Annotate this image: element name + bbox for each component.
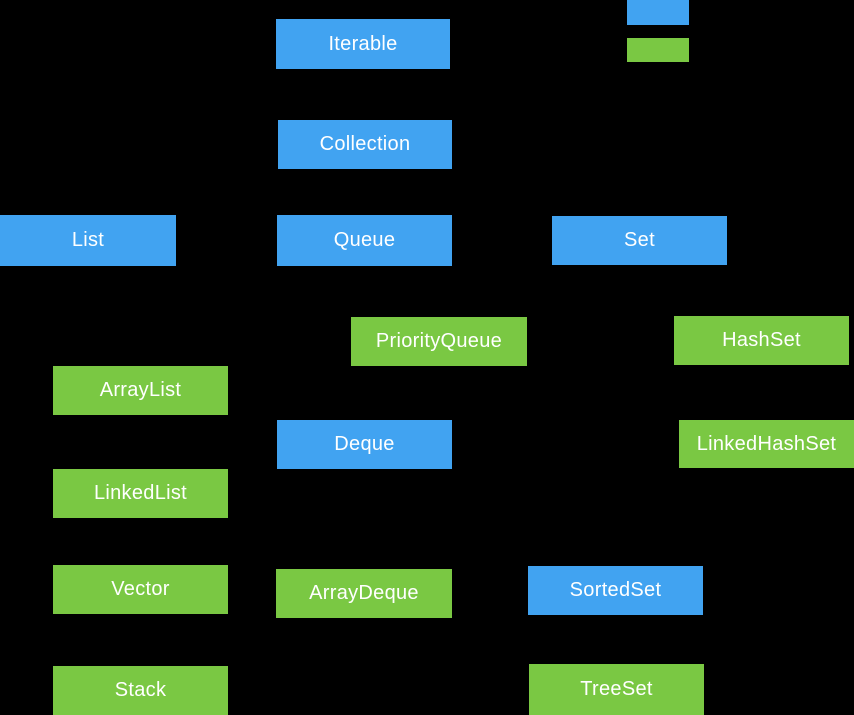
node-iterable: Iterable bbox=[276, 19, 450, 69]
node-stack: Stack bbox=[53, 666, 228, 715]
node-vector: Vector bbox=[53, 565, 228, 614]
node-list: List bbox=[0, 215, 176, 266]
node-treeset: TreeSet bbox=[529, 664, 704, 715]
node-queue: Queue bbox=[277, 215, 452, 266]
node-collection: Collection bbox=[278, 120, 452, 169]
node-linkedhashset: LinkedHashSet bbox=[679, 420, 854, 468]
node-arraydeque: ArrayDeque bbox=[276, 569, 452, 618]
legend-interface-swatch bbox=[627, 0, 689, 25]
node-arraylist: ArrayList bbox=[53, 366, 228, 415]
node-linkedlist: LinkedList bbox=[53, 469, 228, 518]
node-hashset: HashSet bbox=[674, 316, 849, 365]
node-sortedset: SortedSet bbox=[528, 566, 703, 615]
legend-class-swatch bbox=[627, 38, 689, 62]
node-set: Set bbox=[552, 216, 727, 265]
node-deque: Deque bbox=[277, 420, 452, 469]
node-priorityqueue: PriorityQueue bbox=[351, 317, 527, 366]
